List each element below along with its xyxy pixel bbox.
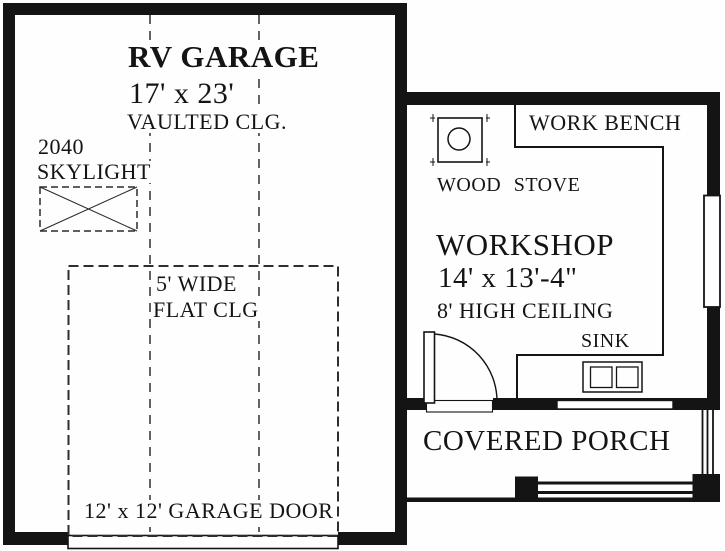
covered-porch-title: COVERED PORCH [423,425,671,457]
sink-basin-right [615,366,639,389]
skylight-cross-2 [39,186,138,232]
sink-fixture [582,361,643,393]
rv-garage-title: RV GARAGE [126,39,322,74]
walls [3,3,720,545]
skylight-size: 2040 [38,134,84,159]
porch-step-post-left [515,476,538,501]
wood-stove [430,114,490,166]
porch-step-line-2 [538,491,693,494]
wall-garage-bottom-left [3,532,68,545]
workshop-dimensions: 14' x 13'-4" [438,262,578,294]
flat-ceiling-line2: FLAT CLG [151,297,261,322]
porch-structure [407,410,720,502]
entry-door [423,331,498,413]
garage-door-sill [67,534,339,550]
entry-door-swing-arc [434,333,498,402]
porch-window [556,399,674,410]
wall-garage-left [3,3,15,545]
rv-garage-ceiling: VAULTED CLG. [125,109,290,134]
flat-ceiling-line1: 5' WIDE [154,271,239,296]
wall-garage-top [3,3,407,15]
sink-basin-left [589,366,613,389]
workshop-title: WORKSHOP [436,227,614,262]
workbench-counter-outline [514,105,664,398]
entry-door-leaf [423,331,436,404]
wood-stove-label: WOOD STOVE [437,174,581,196]
work-bench-label: WORK BENCH [529,110,682,135]
skylight-outline [39,186,138,232]
porch-step-post-right [692,474,720,502]
wall-workshop-bottom-left [395,398,427,410]
wall-garage-workshop-shared [395,3,407,545]
wood-stove-burner [447,127,471,151]
wood-stove-outline [437,117,483,163]
workshop-ceiling: 8' HIGH CEILING [437,298,614,323]
porch-step-line-1 [538,481,693,485]
garage-door-label: 12' x 12' GARAGE DOOR [82,498,336,523]
sink-label: SINK [581,330,630,352]
rv-garage-dimensions: 17' x 23' [127,77,237,110]
entry-door-threshold [425,399,494,413]
wall-garage-bottom-right [338,532,407,545]
skylight-label: SKYLIGHT [35,159,153,184]
skylight [39,186,138,232]
sink-basin-outer [582,361,643,393]
wall-workshop-top [395,92,720,105]
wall-workshop-bottom-right [672,398,720,410]
porch-edge-line [407,497,720,502]
workshop-right-window [703,194,721,308]
